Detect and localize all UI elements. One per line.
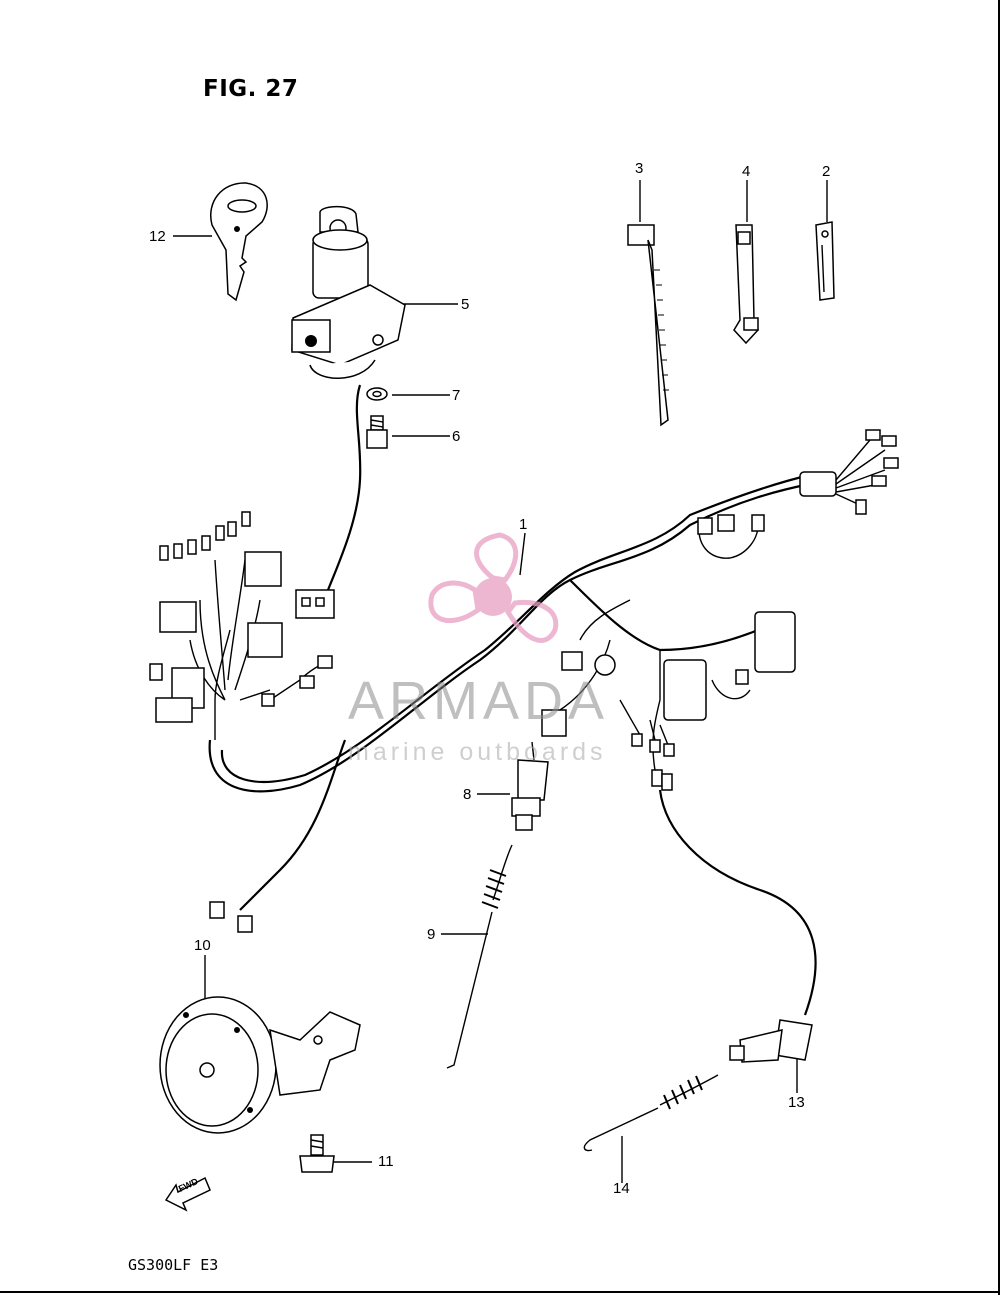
callout-9: 9 [427,926,436,943]
figure-title: FIG. 27 [203,76,299,102]
callout-13: 13 [788,1094,805,1111]
spring-part-14 [583,1074,719,1152]
watermark-brand: ARMADA [348,671,610,731]
key-part [210,182,268,302]
watermark-logo-icon [428,532,559,643]
callout-11: 11 [378,1153,394,1170]
callout-5: 5 [461,296,470,313]
callout-8: 8 [463,786,472,803]
callout-6: 6 [452,428,461,445]
callout-3: 3 [635,160,644,177]
model-code: GS300LF E3 [128,1256,219,1274]
callout-1: 1 [519,516,528,533]
clamp-part-2 [815,221,835,301]
callout-10: 10 [194,937,211,954]
watermark-tagline: marine outboards [348,738,607,766]
wiring-harness-part [149,429,899,1016]
callout-12: 12 [149,228,166,245]
leader-lines [173,180,828,1183]
cable-tie-part [627,224,669,427]
screw-part [366,415,388,449]
washer-part [366,387,388,401]
callout-7: 7 [452,387,461,404]
ignition-switch-part [291,205,406,619]
callout-4: 4 [742,163,751,180]
brake-switch-part [511,741,549,831]
brake-light-switch-part [729,1019,813,1063]
callout-14: 14 [613,1180,630,1197]
spring-part-9 [446,844,513,1069]
horn-part [159,996,361,1134]
callout-2: 2 [822,163,831,180]
fwd-arrow-icon [164,1176,211,1212]
bolt-part [299,1134,335,1173]
clamp-part-4 [733,224,759,345]
